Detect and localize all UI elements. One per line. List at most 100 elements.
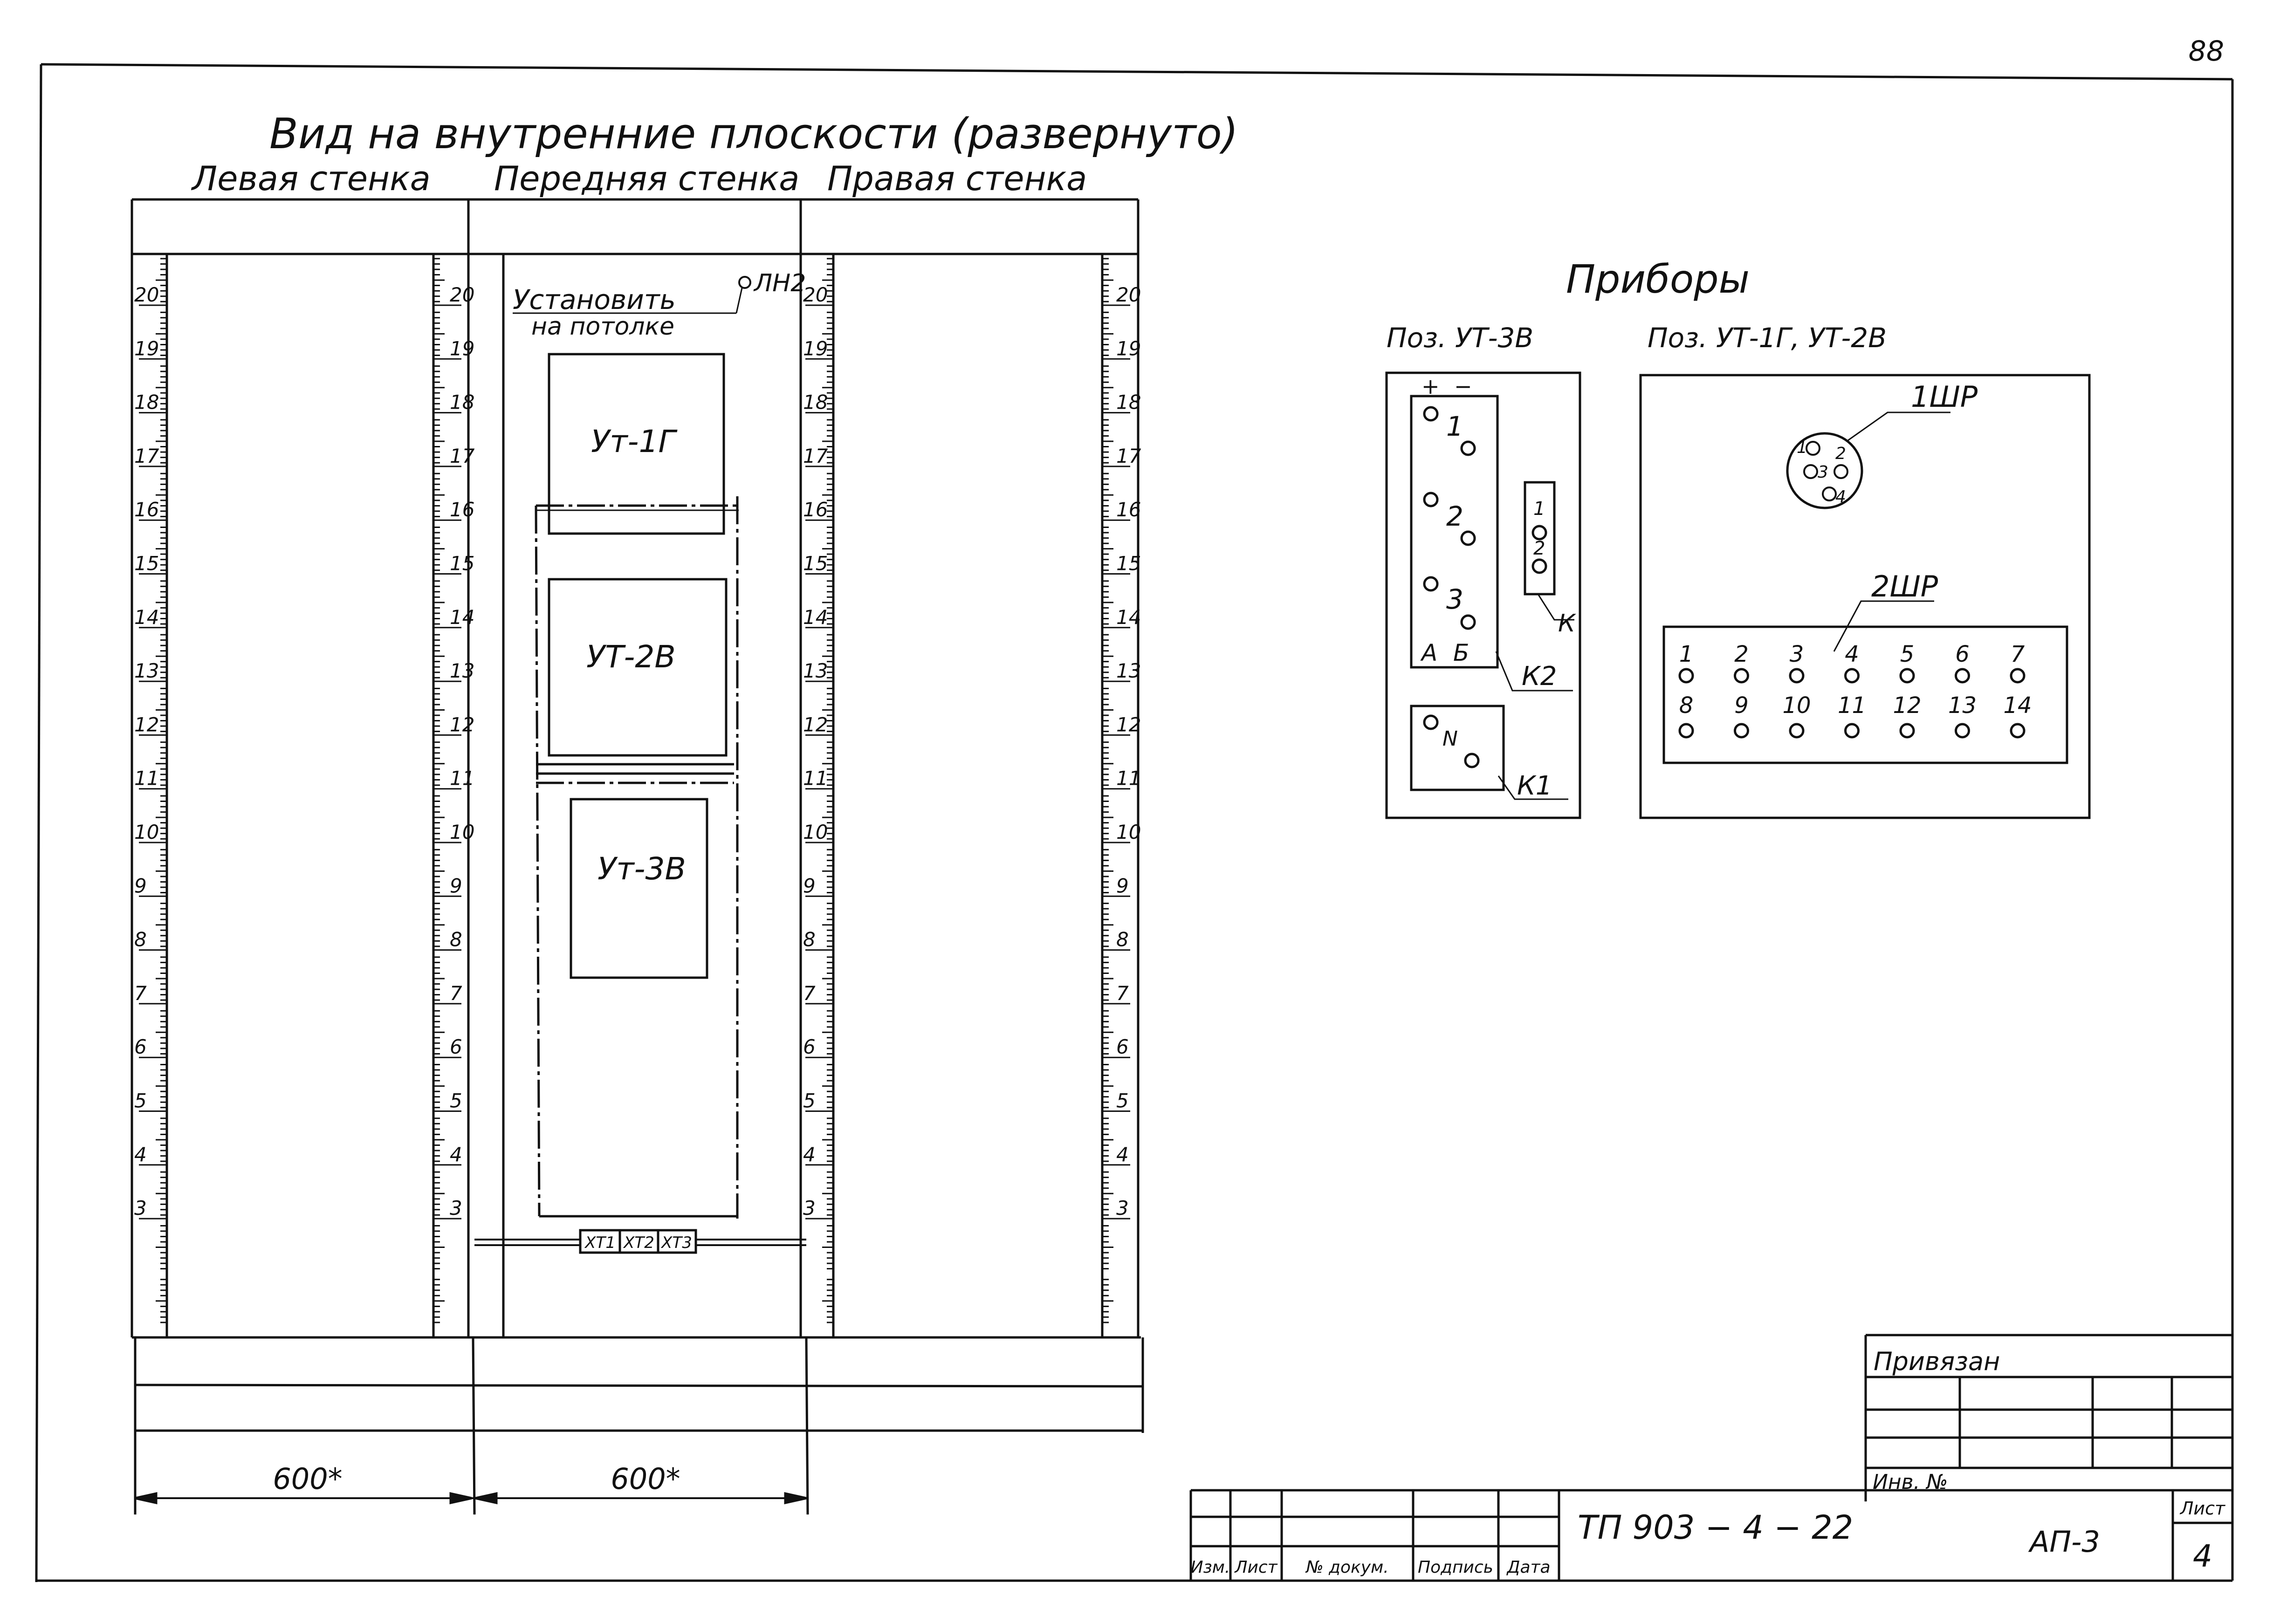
lamp-label: ЛН2 xyxy=(753,269,806,297)
panel-label-ut3v: Ут-3В xyxy=(597,851,686,887)
conn-2shr-pin-label: 3 xyxy=(1790,641,1804,667)
conn-2shr-pin-label: 10 xyxy=(1782,692,1811,719)
stamp-inv-no: Инв. № xyxy=(1873,1470,1948,1494)
scale-label: 3 xyxy=(803,1197,816,1220)
stamp-col-doc: № докум. xyxy=(1305,1558,1388,1577)
scale-label: 7 xyxy=(803,982,816,1005)
dimension-left: 600* xyxy=(273,1462,342,1496)
scale-labels: 20 19 18 17 16 15 14 13 12 11 10 9 8 7 6 5 4 3 20 19 18 17 16 1… xyxy=(134,283,1141,1220)
conn-2shr-pin-label: 2 xyxy=(1734,641,1749,667)
scale-label: 12 xyxy=(134,713,159,736)
conn-2shr-pin-label: 6 xyxy=(1955,641,1970,667)
scale-label: 5 xyxy=(450,1090,462,1112)
ut3v-letter-a: А xyxy=(1420,639,1437,666)
scale-label: 18 xyxy=(450,391,474,414)
scale-label: 14 xyxy=(134,606,159,629)
scale-label: 17 xyxy=(134,445,159,467)
ut3v-minus: − xyxy=(1454,374,1472,399)
scale-label: 3 xyxy=(1116,1197,1129,1220)
stamp-doc-code: ТП 903 − 4 − 22 xyxy=(1578,1508,1853,1547)
conn-2shr-pin-circle xyxy=(1899,723,1915,739)
stamp-sheet-code: АП-3 xyxy=(2028,1525,2100,1559)
scale-label: 16 xyxy=(450,498,474,521)
conn-1shr-pin-3: 3 xyxy=(1818,463,1828,482)
stamp-col-izm: Изм. xyxy=(1191,1558,1230,1577)
device-caption-ut3v: Поз. УТ-3В xyxy=(1387,322,1533,354)
scale-label: 19 xyxy=(803,337,828,360)
scale-label: 10 xyxy=(134,821,159,843)
conn-2shr-pin-circle xyxy=(1734,723,1749,739)
scale-label: 14 xyxy=(803,606,828,629)
scale-label: 3 xyxy=(134,1197,147,1220)
conn-2shr-pin-circle xyxy=(1955,723,1970,739)
scale-label: 20 xyxy=(134,283,159,306)
device-caption-ut1g-ut2v: Поз. УТ-1Г, УТ-2В xyxy=(1648,322,1887,354)
scale-label: 9 xyxy=(803,874,816,897)
conn-1shr-pin-1: 1 xyxy=(1797,438,1807,457)
scale-label: 6 xyxy=(803,1035,816,1058)
conn-2shr-pin-label: 11 xyxy=(1838,692,1866,719)
wall-label-front: Передняя стенка xyxy=(494,159,799,198)
scale-label: 19 xyxy=(450,337,474,360)
scale-label: 14 xyxy=(450,606,474,629)
dimension-front: 600* xyxy=(611,1462,680,1496)
ut3v-k1-pin: N xyxy=(1442,727,1458,751)
page-number: 88 xyxy=(2189,35,2224,68)
install-note: Установить ЛН2 на потолке xyxy=(513,269,806,341)
scale-label: 11 xyxy=(803,767,828,790)
conn-1shr-pin-2: 2 xyxy=(1835,444,1846,463)
main-title: Вид на внутренние плоскости (развернуто) xyxy=(269,110,1238,158)
ut3v-k-label: К xyxy=(1558,610,1576,637)
scale-label: 13 xyxy=(450,659,474,682)
conn-2shr-pin-label: 14 xyxy=(2003,692,2032,719)
scale-label: 11 xyxy=(450,767,474,790)
scale-label: 15 xyxy=(803,552,828,575)
conn-2shr-pin-label: 9 xyxy=(1734,692,1749,719)
scale-label: 20 xyxy=(1116,283,1141,306)
conn-2shr-pin-circle xyxy=(1734,668,1749,684)
scale-label: 13 xyxy=(1116,659,1141,682)
ut3v-letter-b: Б xyxy=(1453,639,1469,666)
conn-2shr-label: 2ШР xyxy=(1871,569,1938,603)
conn-2shr-pin-label: 4 xyxy=(1845,641,1859,667)
conn-2shr-pin-circle xyxy=(1844,723,1860,739)
scale-label: 10 xyxy=(803,821,828,843)
install-note-line1: Установить xyxy=(513,284,676,315)
device-ut3v: + − 1 2 3 А Б 1 2 К К2 N К1 xyxy=(1385,371,1581,819)
scale-label: 13 xyxy=(803,659,828,682)
ut3v-k1-label: К1 xyxy=(1517,771,1552,801)
ut3v-k-pin-1: 1 xyxy=(1533,498,1545,520)
scale-label: 13 xyxy=(134,659,159,682)
ut3v-plus: + xyxy=(1421,374,1440,399)
scale-label: 11 xyxy=(134,767,159,790)
scale-label: 7 xyxy=(450,982,462,1005)
scale-label: 15 xyxy=(450,552,474,575)
scale-label: 16 xyxy=(134,498,159,521)
scale-label: 5 xyxy=(803,1090,816,1112)
scale-label: 4 xyxy=(134,1143,147,1166)
terminal-xt3: ХТ3 xyxy=(660,1233,692,1252)
conn-1shr-pin-4: 4 xyxy=(1835,487,1846,507)
conn-1shr-label: 1ШР xyxy=(1911,380,1978,414)
scale-label: 12 xyxy=(450,713,474,736)
conn-2shr-pin-circle xyxy=(1789,723,1805,739)
conn-2shr-pin-label: 7 xyxy=(2011,641,2025,667)
scale-label: 4 xyxy=(450,1143,462,1166)
conn-2shr-pin-circle xyxy=(1899,668,1915,684)
scale-label: 8 xyxy=(450,928,462,951)
scale-label: 9 xyxy=(134,874,147,897)
scale-label: 16 xyxy=(1116,498,1141,521)
scale-label: 19 xyxy=(134,337,159,360)
conn-2shr-pin-circle xyxy=(1678,668,1694,684)
conn-2shr-pin-label: 5 xyxy=(1900,641,1915,667)
scale-label: 9 xyxy=(450,874,462,897)
terminal-xt2: ХТ2 xyxy=(623,1233,654,1252)
conn-2shr-pin-circle xyxy=(2010,668,2026,684)
conn-2shr-pin-circle xyxy=(2010,723,2026,739)
scale-label: 10 xyxy=(450,821,474,843)
scale-label: 17 xyxy=(1116,445,1141,467)
scale-label: 12 xyxy=(1116,713,1141,736)
scale-label: 18 xyxy=(803,391,828,414)
